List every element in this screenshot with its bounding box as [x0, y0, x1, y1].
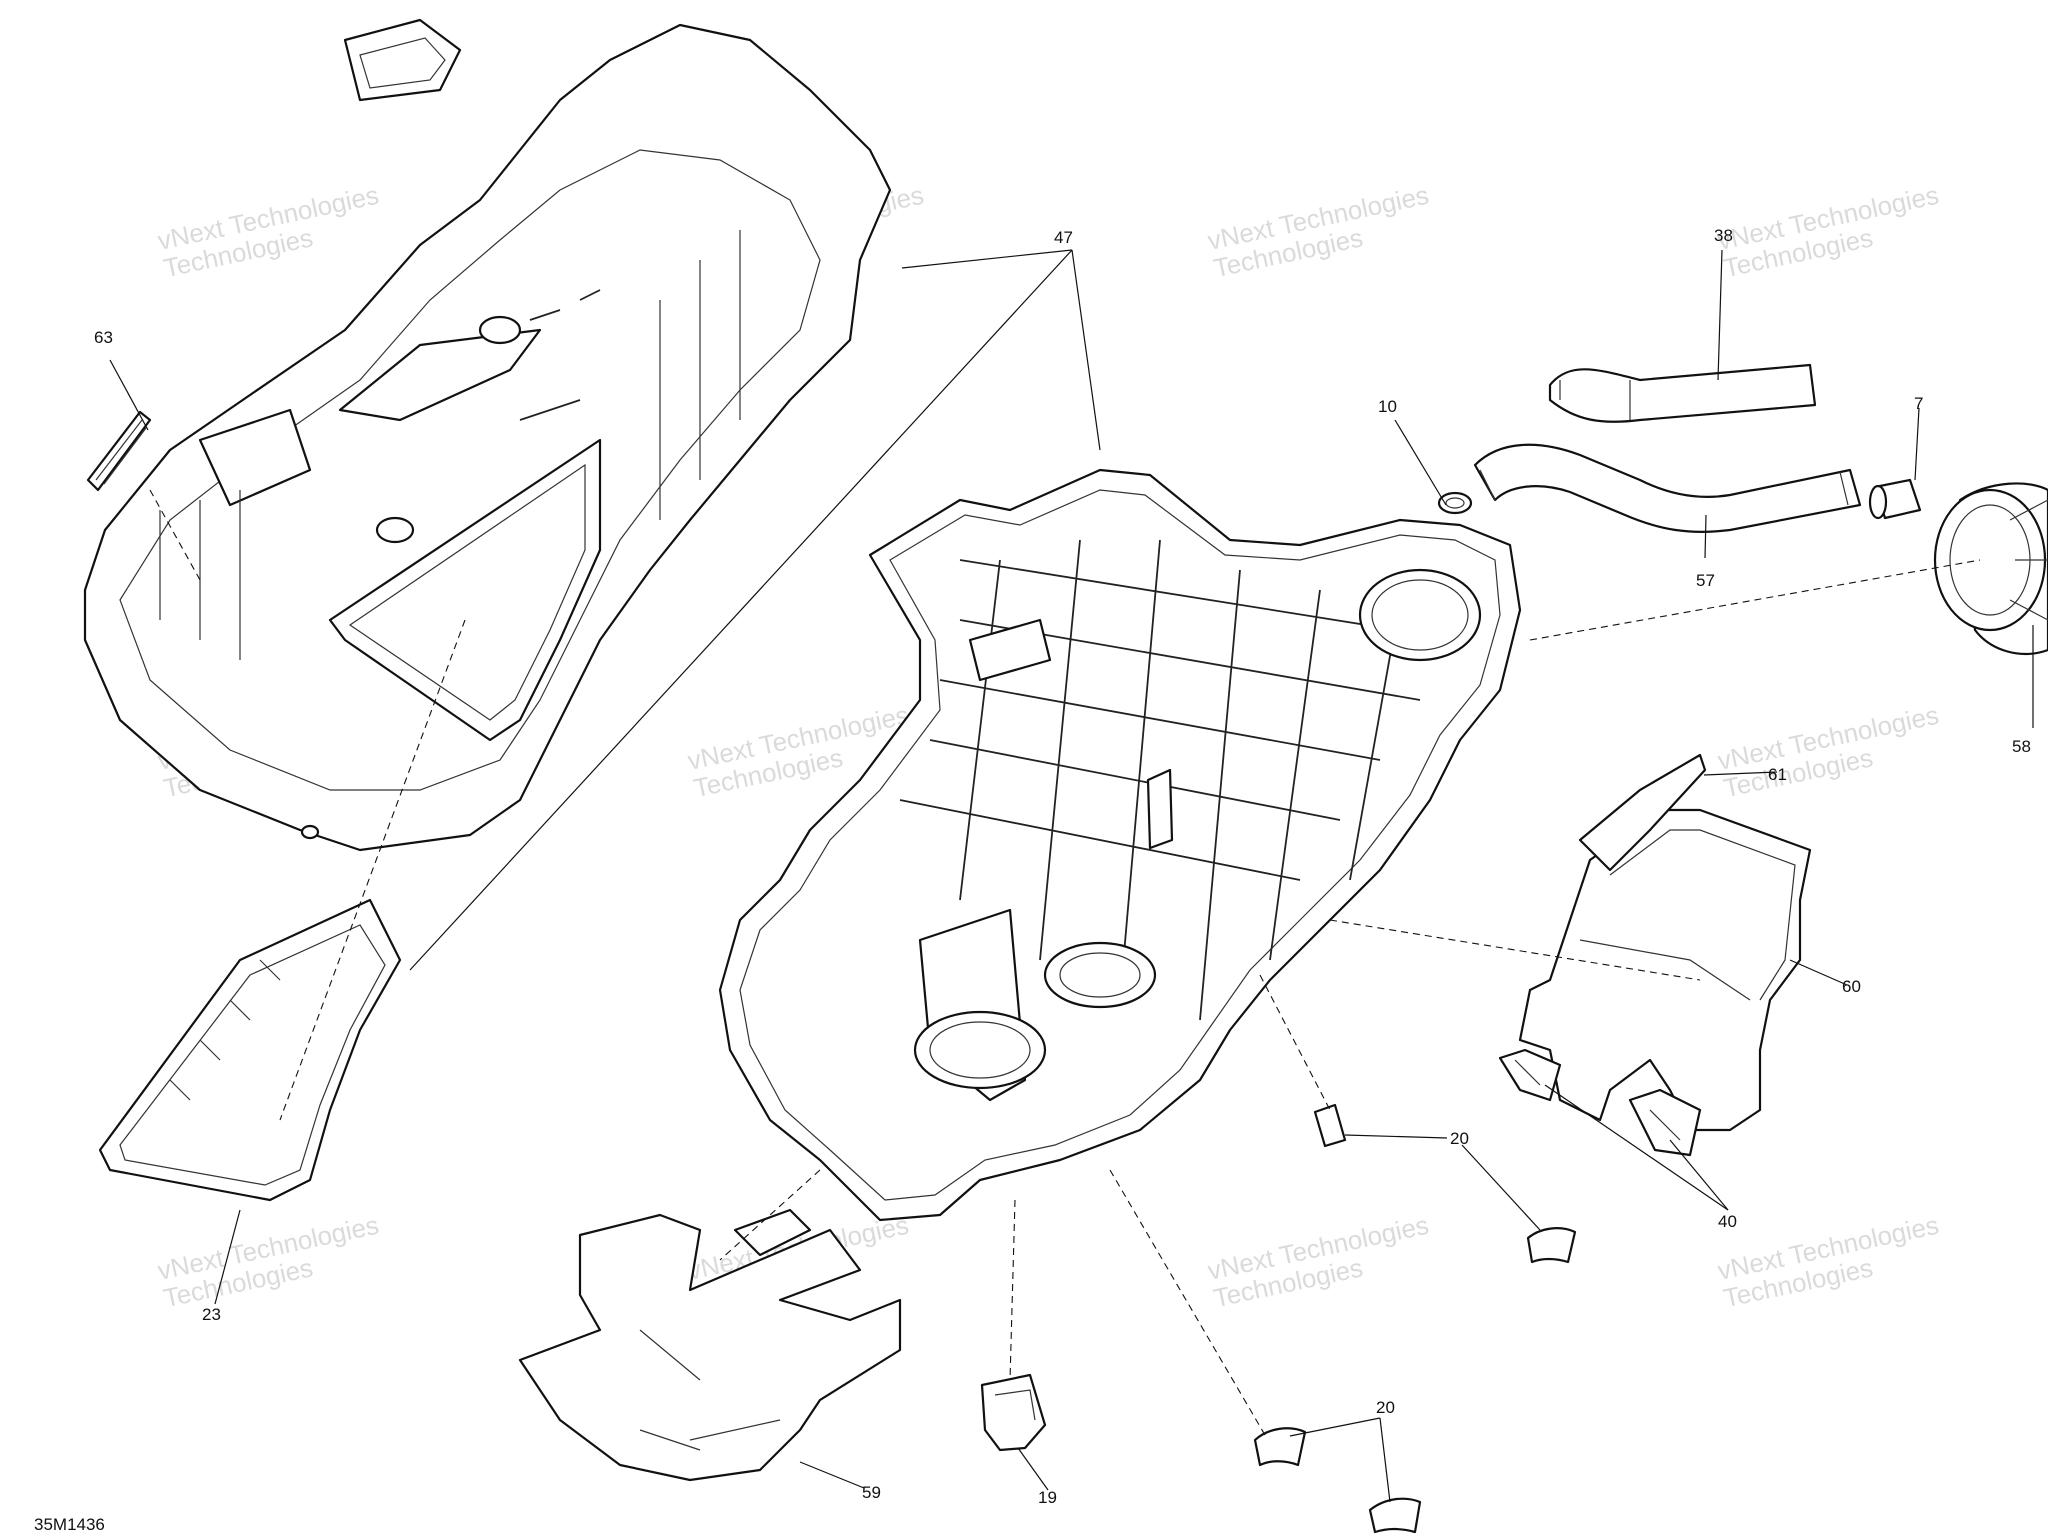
bracket-part [1578, 753, 1707, 872]
watermark: vNext Technologies Technologies [1205, 180, 1431, 284]
callout-labels: 63 47 10 38 7 57 58 61 60 20 40 23 59 19… [94, 226, 2031, 1507]
hose-part [1473, 443, 1862, 533]
callout-61: 61 [1768, 765, 1787, 784]
callout-7: 7 [1914, 394, 1923, 413]
fan-part [1933, 482, 2048, 655]
callout-63: 63 [94, 328, 113, 347]
upper-housing-part [83, 18, 892, 852]
label-sticker-part [86, 410, 152, 492]
rear-cover-part [1518, 808, 1812, 1132]
callout-38: 38 [1714, 226, 1733, 245]
callout-10: 10 [1378, 397, 1397, 416]
figure-id: 35M1436 [34, 1515, 105, 1534]
clamp-part [1437, 491, 1473, 515]
tab-part [1253, 1427, 1307, 1467]
watermark: vNext Technologies Technologies [1715, 180, 1941, 284]
tab-part [1368, 1497, 1422, 1534]
callout-47: 47 [1054, 228, 1073, 247]
callout-19: 19 [1038, 1488, 1057, 1507]
callout-58: 58 [2012, 737, 2031, 756]
watermark: vNext Technologies Technologies [1715, 700, 1941, 804]
callout-20b: 20 [1376, 1398, 1395, 1417]
side-cover-part [98, 898, 402, 1202]
clip-part [1628, 1088, 1702, 1157]
clip-part [1498, 1048, 1562, 1102]
watermark: vNext Technologies Technologies [1205, 1210, 1431, 1314]
watermark: vNext Technologies Technologies [1715, 1210, 1941, 1314]
callout-60: 60 [1842, 977, 1861, 996]
alignment-lines [149, 489, 1981, 1436]
tab-part [1313, 1103, 1347, 1148]
callout-40: 40 [1718, 1212, 1737, 1231]
watermark: vNext Technologies Technologies [155, 180, 381, 284]
fitting-part [1868, 478, 1922, 520]
hose-part [1548, 363, 1817, 423]
callout-59: 59 [862, 1483, 881, 1502]
front-cover-panel-part [518, 1208, 902, 1482]
tab-part [1526, 1227, 1577, 1264]
retainer-part [980, 1373, 1047, 1452]
leader-lines [109, 249, 2034, 1503]
callout-23: 23 [202, 1305, 221, 1324]
watermark: vNext Technologies Technologies [155, 1210, 381, 1314]
main-housing-part [718, 468, 1522, 1222]
callout-20a: 20 [1450, 1129, 1469, 1148]
callout-57: 57 [1696, 571, 1715, 590]
